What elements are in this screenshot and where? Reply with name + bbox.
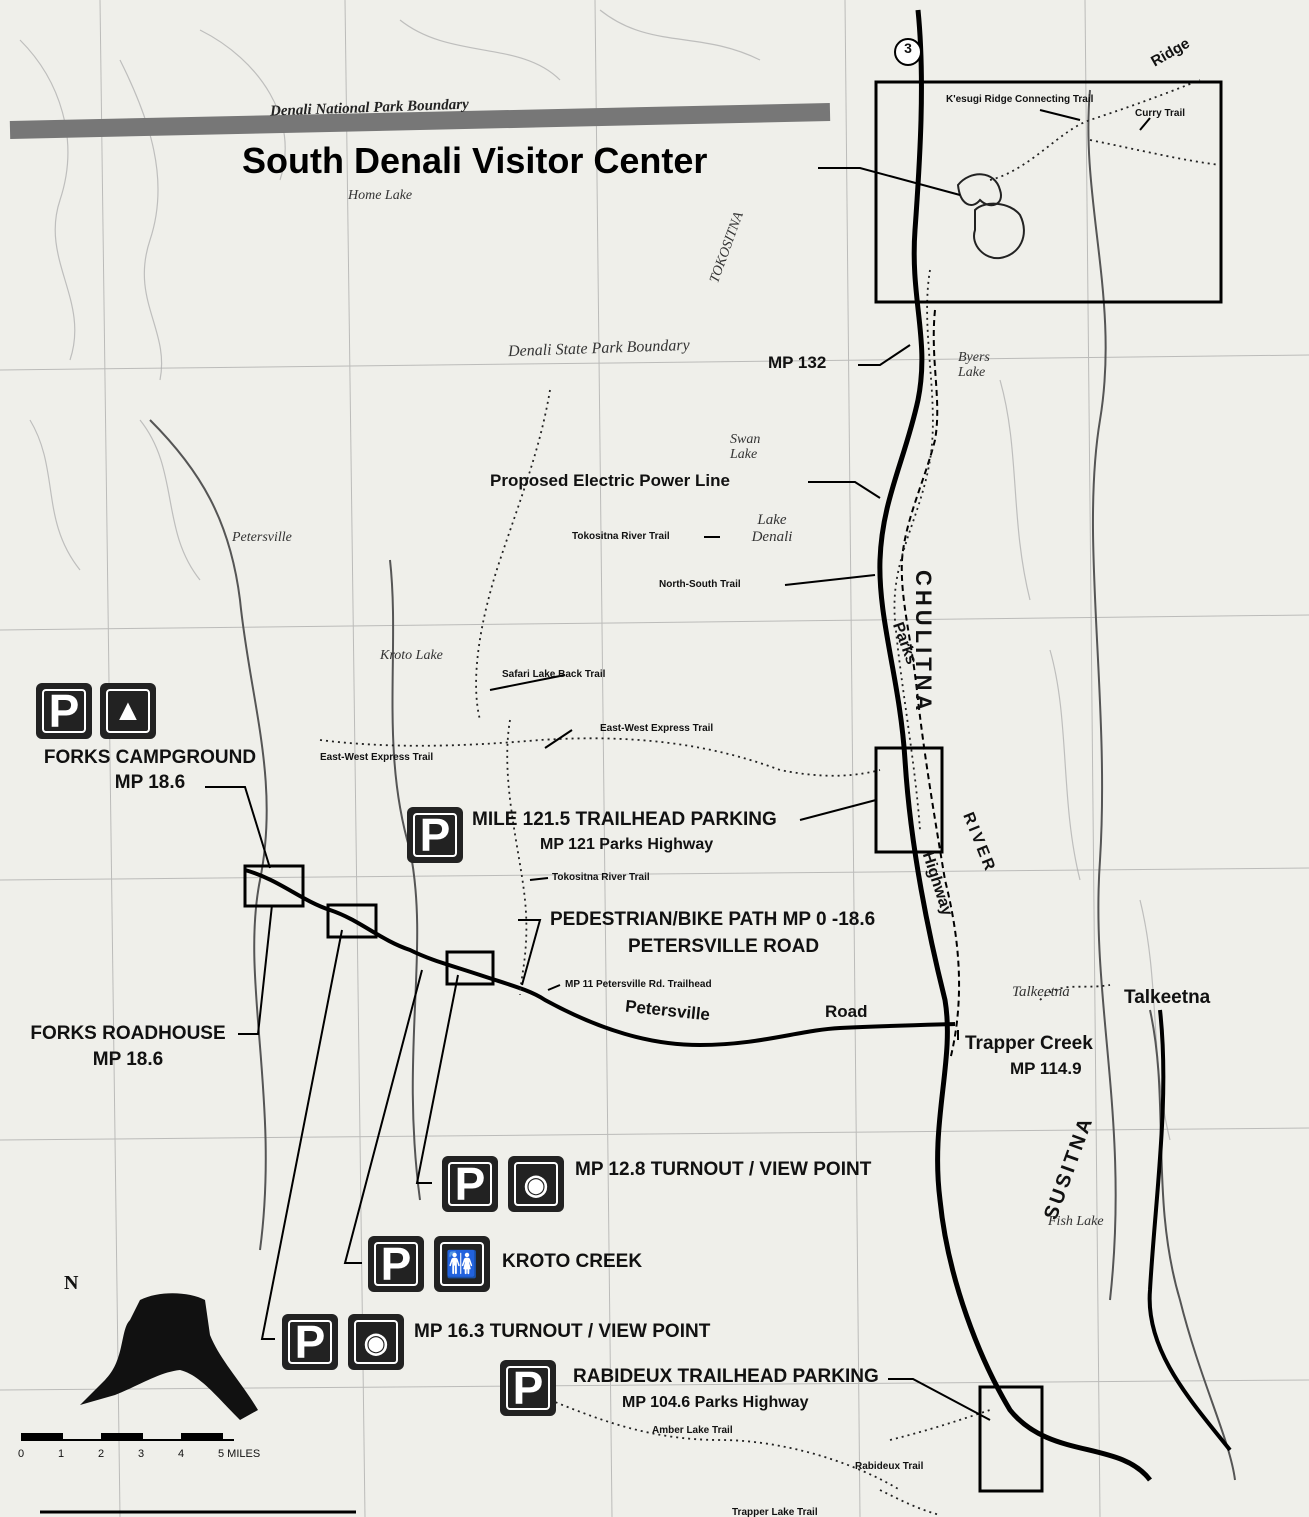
mp-12-8-label: MP 12.8 TURNOUT / VIEW POINT	[575, 1159, 872, 1180]
rabideux-trailhead-label: RABIDEUX TRAILHEAD PARKING	[573, 1366, 879, 1387]
rabideux-trailhead-sub: MP 104.6 Parks Highway	[622, 1394, 809, 1411]
visitor-center-pond	[973, 202, 1025, 260]
petersville-road-line	[244, 868, 956, 1048]
map-title: South Denali Visitor Center	[242, 140, 708, 181]
parking-icon: P	[368, 1236, 424, 1292]
trail-kesugi-connecting: K'esugi Ridge Connecting Trail	[946, 94, 1094, 105]
mile-121-trailhead-sub: MP 121 Parks Highway	[540, 836, 714, 853]
restroom-icon: 🚻	[434, 1236, 490, 1292]
scale-tick-2: 2	[98, 1448, 105, 1460]
parking-icon: P	[282, 1314, 338, 1370]
trail-trapper-lake: Trapper Lake Trail	[732, 1507, 818, 1517]
trail-rabideux: Rabideux Trail	[855, 1461, 924, 1472]
scale-tick-0: 0	[18, 1448, 25, 1460]
campground-icon: ▲	[100, 683, 156, 739]
kroto-creek-label: KROTO CREEK	[502, 1251, 643, 1272]
highway-shield-icon	[894, 38, 922, 66]
parking-icon: P	[442, 1156, 498, 1212]
chulitna-label: CHULITNA	[911, 570, 936, 715]
mp-16-3-label: MP 16.3 TURNOUT / VIEW POINT	[414, 1321, 711, 1342]
kroto-lake-label: Kroto Lake	[380, 648, 443, 663]
trail-tokositna-lower: Tokositna River Trail	[552, 872, 650, 883]
talkeetna-spur-road-line	[1147, 1009, 1232, 1452]
petersville-town-label: Petersville	[232, 530, 292, 545]
trail-curry: Curry Trail	[1135, 108, 1186, 119]
parking-icon: P	[500, 1360, 556, 1416]
scale-tick-4: 4	[178, 1448, 185, 1460]
ped-bike-path-label: PEDESTRIAN/BIKE PATH MP 0 -18.6	[550, 909, 876, 930]
highway-shield-number: 3	[904, 40, 912, 56]
leader-lines	[205, 109, 1151, 1421]
byers-lake-label: Byers Lake	[958, 350, 990, 381]
swan-lake-label: Swan Lake	[730, 432, 761, 463]
parking-icon: P	[407, 807, 463, 863]
scale-tick-5: 5 MILES	[218, 1448, 261, 1460]
mile-121-trailhead-label: MILE 121.5 TRAILHEAD PARKING	[472, 809, 777, 830]
visitor-center-lake	[956, 173, 1002, 207]
forks-campground-mp: MP 18.6	[114, 772, 186, 793]
rivers	[149, 89, 1236, 1481]
power-line-dashed	[900, 309, 961, 1061]
fish-lake-label: Fish Lake	[1048, 1214, 1104, 1229]
road-word-label: Road	[825, 1002, 868, 1021]
parking-icon: P	[36, 683, 92, 739]
national-park-boundary-band	[9, 103, 831, 139]
trails-dotted	[319, 79, 1221, 1516]
trapper-creek-mp: MP 114.9	[1010, 1059, 1082, 1078]
scale-bar	[21, 1433, 234, 1441]
forks-campground-label: FORKS CAMPGROUND	[43, 747, 257, 768]
trail-north-south: North-South Trail	[659, 579, 741, 590]
scale-tick-1: 1	[58, 1448, 65, 1460]
trail-amber-lake: Amber Lake Trail	[652, 1425, 733, 1436]
forks-roadhouse-mp: MP 18.6	[92, 1049, 164, 1070]
power-line-callout: Proposed Electric Power Line	[490, 471, 730, 490]
trail-east-west-left: East-West Express Trail	[320, 752, 434, 763]
parks-highway-line	[877, 9, 1152, 1482]
trapper-creek-label: Trapper Creek	[965, 1033, 1093, 1054]
forks-roadhouse-label: FORKS ROADHOUSE	[30, 1023, 226, 1044]
talkeetna-label: Talkeetna	[1124, 987, 1211, 1008]
camera-icon: ◉	[348, 1314, 404, 1370]
home-lake-label: Home Lake	[348, 188, 413, 203]
trail-tokositna-upper: Tokositna River Trail	[572, 531, 670, 542]
trail-mp11-trailhead: MP 11 Petersville Rd. Trailhead	[565, 979, 712, 990]
milepost-132-label: MP 132	[768, 353, 827, 372]
ped-bike-path-sub: PETERSVILLE ROAD	[628, 936, 820, 957]
terrain-texture	[19, 9, 1171, 1141]
alaska-silhouette	[80, 1293, 258, 1420]
lake-denali-label: Lake Denali	[751, 512, 793, 545]
trail-east-west-right: East-West Express Trail	[600, 723, 714, 734]
camera-icon: ◉	[508, 1156, 564, 1212]
trail-safari-lake-back: Safari Lake Back Trail	[502, 669, 606, 680]
talkeetna-small-label: Talkeetna	[1012, 984, 1070, 1000]
north-indicator: N	[64, 1272, 79, 1294]
scale-tick-3: 3	[138, 1448, 145, 1460]
